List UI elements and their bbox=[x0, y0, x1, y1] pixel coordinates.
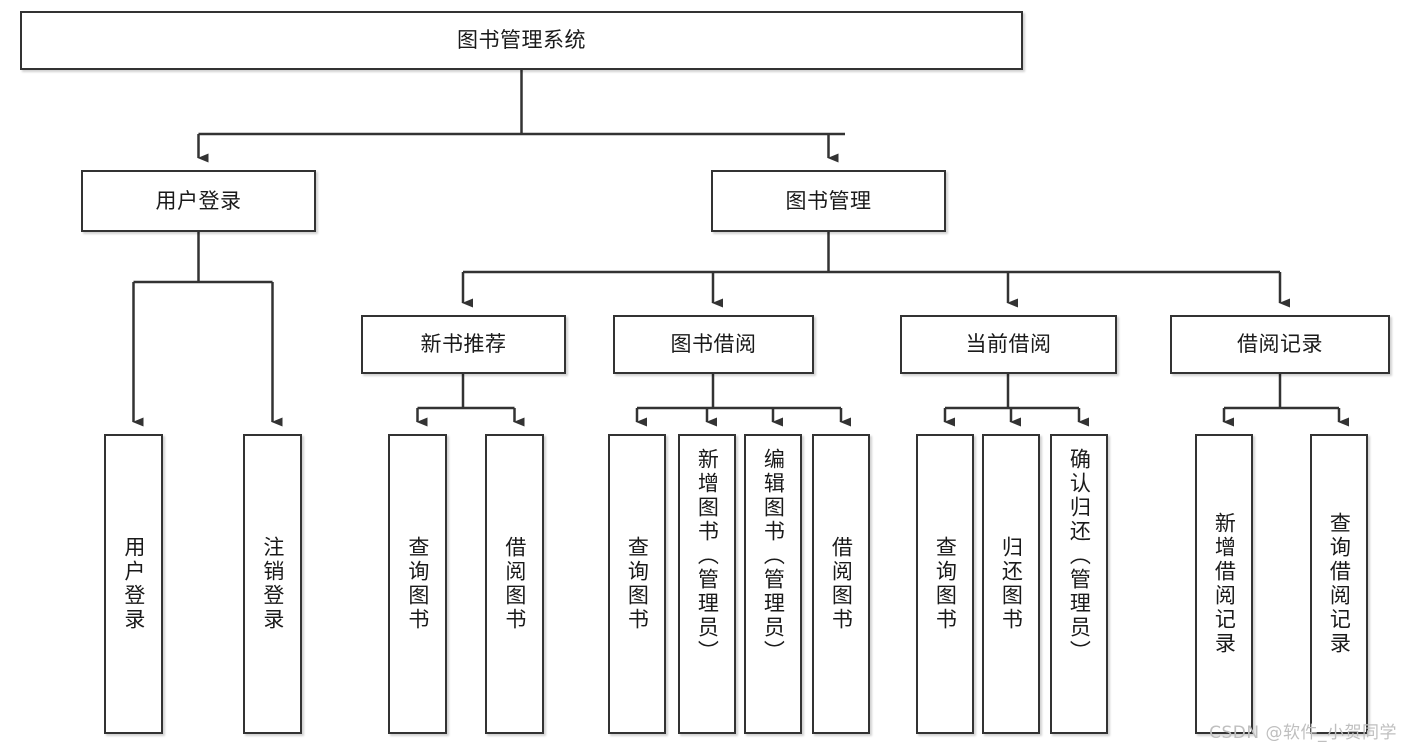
node-label: 借阅图书 bbox=[829, 536, 854, 632]
node-label: 查询图书 bbox=[625, 536, 650, 632]
node-label: 图书借阅 bbox=[670, 332, 757, 357]
node-label: 图书管理系统 bbox=[457, 28, 586, 53]
node-user-login[interactable]: 用户登录 bbox=[81, 170, 316, 232]
node-label: 新书推荐 bbox=[420, 332, 507, 357]
node-label: 确认归还（管理员） bbox=[1067, 448, 1092, 664]
node-label: 编辑图书（管理员） bbox=[761, 448, 786, 664]
node-leaf-add-record[interactable]: 新增借阅记录 bbox=[1195, 434, 1253, 734]
node-leaf-edit-book[interactable]: 编辑图书（管理员） bbox=[744, 434, 802, 734]
node-leaf-borrow-book-2[interactable]: 借阅图书 bbox=[812, 434, 870, 734]
node-label: 归还图书 bbox=[999, 536, 1024, 632]
node-leaf-return-book[interactable]: 归还图书 bbox=[982, 434, 1040, 734]
node-label: 借阅记录 bbox=[1237, 332, 1323, 357]
node-book-manage[interactable]: 图书管理 bbox=[711, 170, 946, 232]
csdn-watermark: CSDN @软件_小贺同学 bbox=[1209, 723, 1397, 743]
node-leaf-query-book-1[interactable]: 查询图书 bbox=[388, 434, 447, 734]
node-borrow-record[interactable]: 借阅记录 bbox=[1170, 315, 1390, 374]
node-label: 查询图书 bbox=[933, 536, 958, 632]
node-label: 借阅图书 bbox=[502, 536, 527, 632]
node-label: 查询借阅记录 bbox=[1327, 512, 1352, 656]
node-label: 用户登录 bbox=[121, 536, 146, 632]
node-leaf-query-record[interactable]: 查询借阅记录 bbox=[1310, 434, 1368, 734]
node-leaf-query-book-2[interactable]: 查询图书 bbox=[608, 434, 666, 734]
node-root[interactable]: 图书管理系统 bbox=[20, 11, 1023, 70]
node-leaf-user-login[interactable]: 用户登录 bbox=[104, 434, 163, 734]
node-current-borrow[interactable]: 当前借阅 bbox=[900, 315, 1117, 374]
node-label: 新增图书（管理员） bbox=[695, 448, 720, 664]
node-label: 图书管理 bbox=[785, 188, 872, 213]
node-label: 当前借阅 bbox=[965, 332, 1052, 357]
node-book-borrow[interactable]: 图书借阅 bbox=[613, 315, 814, 374]
node-leaf-borrow-book-1[interactable]: 借阅图书 bbox=[485, 434, 544, 734]
node-leaf-query-book-3[interactable]: 查询图书 bbox=[916, 434, 974, 734]
node-label: 用户登录 bbox=[155, 188, 242, 213]
node-leaf-confirm-return[interactable]: 确认归还（管理员） bbox=[1050, 434, 1108, 734]
node-label: 注销登录 bbox=[260, 536, 285, 632]
node-leaf-logout[interactable]: 注销登录 bbox=[243, 434, 302, 734]
node-new-book-recommend[interactable]: 新书推荐 bbox=[361, 315, 566, 374]
node-leaf-add-book[interactable]: 新增图书（管理员） bbox=[678, 434, 736, 734]
node-label: 查询图书 bbox=[405, 536, 430, 632]
node-label: 新增借阅记录 bbox=[1212, 512, 1237, 656]
